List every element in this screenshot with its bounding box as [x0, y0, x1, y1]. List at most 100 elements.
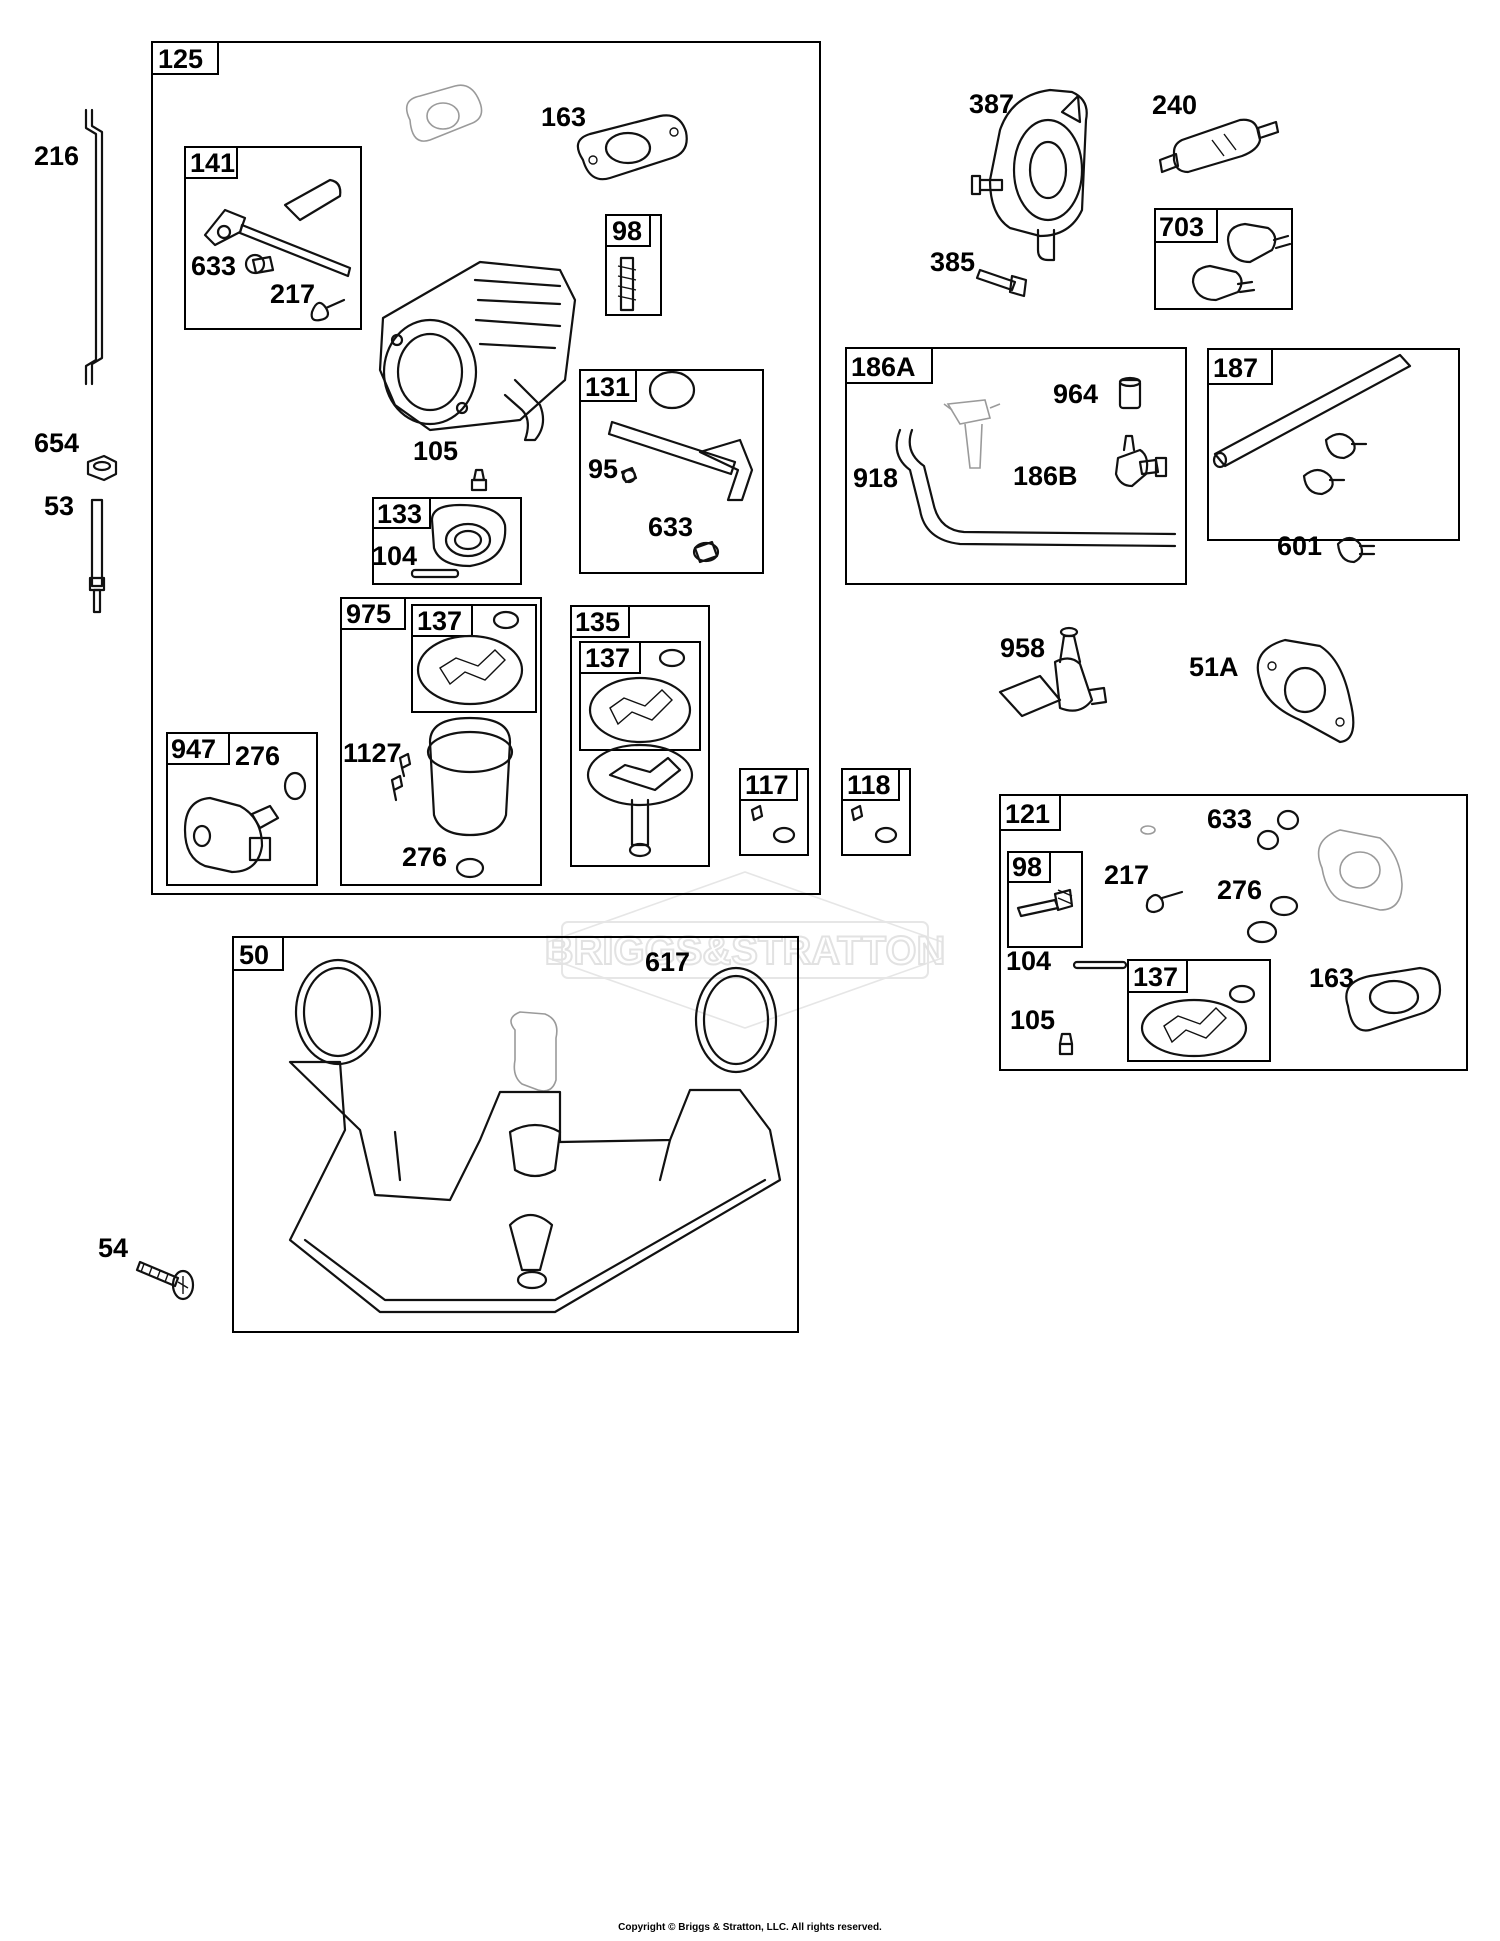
kit-box-186A[interactable] [845, 347, 1187, 585]
callout-217: 217 [1104, 860, 1149, 890]
carburetor-body [378, 260, 577, 442]
callout-104: 104 [372, 541, 417, 571]
kit-label-131: 131 [585, 372, 630, 402]
fuel-bowl-part [390, 716, 514, 879]
callout-104: 104 [1006, 946, 1051, 976]
kit-box-131[interactable] [579, 369, 764, 574]
fuel-solenoid-part [183, 771, 307, 874]
kit-box-125[interactable] [151, 41, 821, 895]
kit-label-118: 118 [847, 770, 891, 800]
kit-label-137: 137 [417, 606, 462, 636]
kit-label-50: 50 [239, 940, 269, 970]
screw-with-washer-117 [750, 804, 796, 844]
shutoff-valve-ghost [943, 399, 1001, 469]
pump-screw-part [975, 268, 1028, 298]
callout-163: 163 [541, 102, 586, 132]
kit-box-137[interactable] [579, 641, 701, 751]
float-needle-part [470, 468, 488, 492]
screw-with-washer-118 [850, 804, 898, 844]
gasket-set-a [416, 610, 524, 706]
callout-217: 217 [270, 279, 315, 309]
hose-clamps-703 [1191, 222, 1292, 302]
fuel-filter-part [1158, 118, 1280, 174]
callout-186B: 186B [1013, 461, 1078, 491]
fuel-tube-964 [1118, 376, 1142, 410]
callout-276: 276 [1217, 875, 1262, 905]
clamp-601 [1336, 536, 1376, 564]
kit-label-117: 117 [745, 770, 789, 800]
callout-617: 617 [645, 947, 690, 977]
kit-box-947[interactable] [166, 732, 318, 886]
callout-633: 633 [191, 251, 236, 281]
brand-watermark: BRIGGS&STRATTON [544, 871, 946, 1029]
callout-964: 964 [1053, 379, 1098, 409]
callout-105: 105 [1010, 1005, 1055, 1035]
kit-label-137: 137 [1133, 962, 1178, 992]
kit-box-98[interactable] [1007, 851, 1083, 948]
callout-918: 918 [853, 463, 898, 493]
callout-276: 276 [235, 741, 280, 771]
kit-box-118[interactable] [841, 768, 911, 856]
kit-121-parts [1016, 809, 1442, 1056]
callout-53: 53 [44, 491, 74, 521]
kit-label-133: 133 [377, 499, 422, 529]
carburetor-base-part [586, 743, 694, 858]
kit-label-703: 703 [1159, 212, 1204, 242]
kit-box-135[interactable] [570, 605, 710, 867]
kit-box-141[interactable] [184, 146, 362, 330]
callout-1127: 1127 [343, 738, 402, 768]
callout-385: 385 [930, 247, 975, 277]
callout-633: 633 [648, 512, 693, 542]
kit-label-187: 187 [1213, 353, 1258, 383]
fuel-line-918 [895, 428, 1177, 548]
kit-label-141: 141 [190, 148, 235, 178]
callout-51A: 51A [1189, 652, 1239, 682]
callout-163: 163 [1309, 963, 1354, 993]
watermark-text: BRIGGS&STRATTON [545, 929, 946, 973]
kit-box-98[interactable] [605, 214, 662, 316]
spring-part [617, 256, 637, 312]
kit-label-121: 121 [1005, 799, 1050, 829]
kit-box-975[interactable] [340, 597, 542, 886]
kit-box-137[interactable] [1127, 959, 1271, 1062]
fuel-pump-part [970, 88, 1088, 262]
valve-186B [1114, 434, 1168, 488]
gasket-ghost [405, 84, 483, 142]
kit-box-137[interactable] [411, 604, 537, 713]
nut-part [86, 454, 118, 482]
kit-label-98: 98 [612, 216, 642, 246]
kit-label-975: 975 [346, 599, 391, 629]
intake-manifold-part [288, 958, 782, 1314]
kit-label-125: 125 [158, 44, 203, 74]
choke-shaft-assembly [607, 370, 754, 564]
kit-label-947: 947 [171, 734, 216, 764]
callout-654: 654 [34, 428, 79, 458]
gasket-part [576, 114, 688, 181]
kit-box-117[interactable] [739, 768, 809, 856]
kit-label-137: 137 [585, 643, 630, 673]
gasket-set-b [588, 648, 692, 744]
kit-box-133[interactable] [372, 497, 522, 585]
callout-216: 216 [34, 141, 79, 171]
kit-label-98: 98 [1012, 852, 1042, 882]
governor-link-rod [84, 108, 104, 386]
callout-95: 95 [588, 454, 618, 484]
callout-276: 276 [402, 842, 447, 872]
kit-label-135: 135 [575, 607, 620, 637]
callout-633: 633 [1207, 804, 1252, 834]
fuel-shutoff-958 [998, 626, 1108, 718]
kit-box-703[interactable] [1154, 208, 1293, 310]
callout-240: 240 [1152, 90, 1197, 120]
float-part [410, 503, 507, 579]
callout-105: 105 [413, 436, 458, 466]
kit-box-187[interactable] [1207, 348, 1460, 541]
kit-box-121[interactable] [999, 794, 1468, 1071]
stud-part [88, 498, 106, 614]
callout-54: 54 [98, 1233, 128, 1263]
copyright-notice: Copyright © Briggs & Stratton, LLC. All … [618, 1922, 882, 1933]
gasket-51A [1256, 638, 1355, 744]
kit-label-186A: 186A [851, 352, 916, 382]
kit-box-50[interactable] [232, 936, 799, 1333]
